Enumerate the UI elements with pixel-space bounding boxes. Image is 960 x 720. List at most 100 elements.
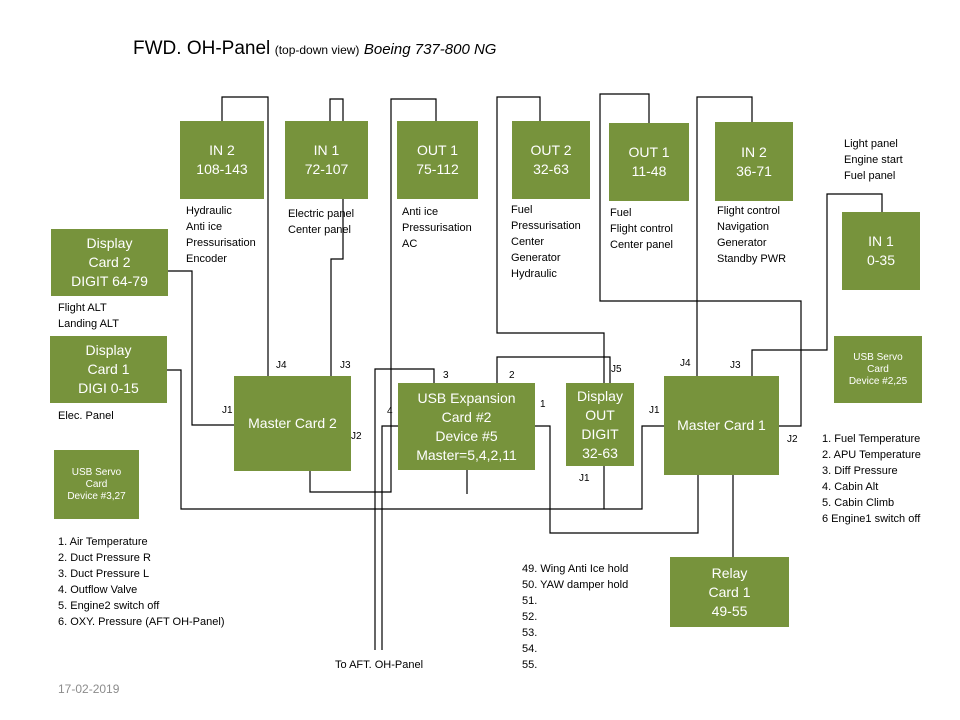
label-line: Center panel — [288, 224, 351, 236]
box-line: Device #3,27 — [67, 490, 126, 502]
label-display2-panels: Flight ALT Landing ALT — [58, 300, 119, 332]
box-line: Display — [86, 235, 133, 251]
box-out2-right: OUT 2 32-63 — [512, 121, 590, 199]
box-display-card-1: Display Card 1 DIGI 0-15 — [50, 336, 167, 403]
list-item: 2. APU Temperature — [822, 449, 921, 461]
list-item: 53. — [522, 627, 538, 639]
box-line: DIGIT 64-79 — [71, 273, 148, 289]
box-line: Card #2 — [441, 408, 492, 425]
box-line: 32-63 — [582, 444, 618, 461]
box-line: 36-71 — [736, 162, 772, 179]
list-relay: 49. Wing Anti Ice hold 50. YAW damper ho… — [522, 561, 628, 673]
label-in2-left-panels: Hydraulic Anti ice Pressurisation Encode… — [186, 203, 256, 267]
box-line: Master Card 2 — [248, 415, 337, 431]
wire-out2-right-dispout — [496, 96, 605, 383]
date-stamp: 17-02-2019 — [58, 682, 120, 696]
box-line: Relay — [711, 564, 748, 581]
label-display1-panels: Elec. Panel — [58, 408, 114, 424]
label-in1-right-panels: Light panel Engine start Fuel panel — [844, 136, 903, 184]
jack-m2-j2: J2 — [351, 431, 362, 442]
jack-m2-j4: J4 — [276, 360, 287, 371]
label-line: Pressurisation — [511, 220, 581, 232]
box-usb-expansion-card: USB Expansion Card #2 Device #5 Master=5… — [398, 383, 535, 470]
box-line: OUT 1 — [628, 144, 670, 160]
box-line: IN 2 — [741, 143, 767, 160]
box-line: IN 1 — [868, 233, 894, 249]
box-line: Device #5 — [435, 427, 498, 444]
box-line: Card 2 — [88, 254, 131, 270]
box-line: USB Servo — [853, 351, 903, 363]
jack-m1-j2: J2 — [787, 434, 798, 445]
list-item: 5. Engine2 switch off — [58, 600, 160, 612]
jack-m1-j4: J4 — [680, 358, 691, 369]
label-line: Flight ALT — [58, 302, 107, 314]
box-in1-left: IN 1 72-107 — [285, 121, 368, 199]
box-relay-card-1: Relay Card 1 49-55 — [670, 557, 789, 627]
wire-display1-master1 — [167, 369, 664, 510]
box-line: 75-112 — [416, 161, 459, 177]
box-line: Card 1 — [708, 583, 751, 600]
label-in1-left-panels: Electric panel Center panel — [288, 206, 354, 238]
box-out1-left: OUT 1 75-112 — [397, 121, 478, 199]
list-item: 55. — [522, 659, 538, 671]
box-line: OUT 1 — [417, 142, 458, 158]
jack-dout-j5: J5 — [611, 364, 622, 375]
wire-in2-left-master2 — [221, 96, 269, 376]
label-line: Electric panel — [288, 208, 355, 220]
label-to-aft-oh-panel: To AFT. OH-Panel — [335, 659, 424, 671]
list-item: 2. Duct Pressure R — [58, 552, 151, 564]
jack-usb-2: 2 — [509, 370, 515, 381]
box-line: Card — [867, 363, 889, 375]
label-line: Standby PWR — [717, 253, 787, 265]
list-item: 1. Air Temperature — [58, 536, 148, 548]
jack-usb-1: 1 — [540, 399, 546, 410]
jack-usb-3: 3 — [443, 370, 449, 381]
box-out1-right: OUT 1 11-48 — [609, 123, 689, 201]
box-line: OUT 2 — [530, 142, 572, 158]
label-line: Center — [511, 236, 545, 248]
title-main: FWD. OH-Panel — [133, 38, 271, 59]
wire-usb-port2 — [496, 356, 611, 383]
box-line: DIGIT — [581, 425, 619, 442]
label-out2-right-panels: Fuel Pressurisation Center Generator Hyd… — [511, 202, 581, 282]
box-line: 11-48 — [631, 163, 667, 179]
label-line: Fuel — [511, 204, 533, 216]
wire-out1-left-master2 — [309, 98, 437, 493]
label-line: Pressurisation — [402, 222, 472, 234]
box-in2-right: IN 2 36-71 — [715, 122, 793, 201]
label-line: Engine start — [844, 154, 903, 166]
label-line: Generator — [511, 252, 561, 264]
label-line: Encoder — [186, 253, 227, 265]
list-item: 6 Engine1 switch off — [822, 513, 921, 525]
label-out1-left-panels: Anti ice Pressurisation AC — [402, 204, 472, 252]
box-line: 72-107 — [304, 161, 349, 177]
list-servo-left: 1. Air Temperature 2. Duct Pressure R 3.… — [58, 534, 224, 630]
wire-display2-master2 — [168, 270, 234, 426]
box-line: 108-143 — [196, 161, 248, 177]
jack-usb-4: 4 — [387, 406, 393, 417]
label-line: Anti ice — [186, 221, 223, 233]
box-in1-right: IN 1 0-35 — [842, 212, 920, 290]
label-line: Generator — [717, 237, 767, 249]
box-line: Display — [577, 387, 623, 404]
label-line: Hydraulic — [511, 268, 557, 280]
list-item: 52. — [522, 611, 538, 623]
wire-in2-right-master1 — [696, 96, 753, 376]
title-view: (top-down view) — [274, 43, 360, 57]
wire-usb-port4-aft — [381, 425, 398, 650]
wire-usb-port1-master1 — [535, 425, 699, 534]
box-usb-servo-card-right: USB Servo Card Device #2,25 — [834, 336, 922, 403]
list-item: 49. Wing Anti Ice hold — [522, 563, 629, 575]
jack-m1-j1: J1 — [649, 405, 660, 416]
label-in2-right-panels: Flight control Navigation Generator Stan… — [717, 203, 786, 267]
label-line: Flight control — [610, 223, 673, 235]
box-display-card-2: Display Card 2 DIGIT 64-79 — [51, 229, 168, 296]
box-line: USB Expansion — [417, 389, 516, 406]
list-item: 4. Outflow Valve — [58, 584, 138, 596]
box-line: Card 1 — [87, 361, 130, 377]
box-master-card-2: Master Card 2 — [234, 376, 351, 471]
list-item: 6. OXY. Pressure (AFT OH-Panel) — [58, 616, 225, 628]
box-line: IN 1 — [313, 142, 340, 158]
label-line: Center panel — [610, 239, 673, 251]
